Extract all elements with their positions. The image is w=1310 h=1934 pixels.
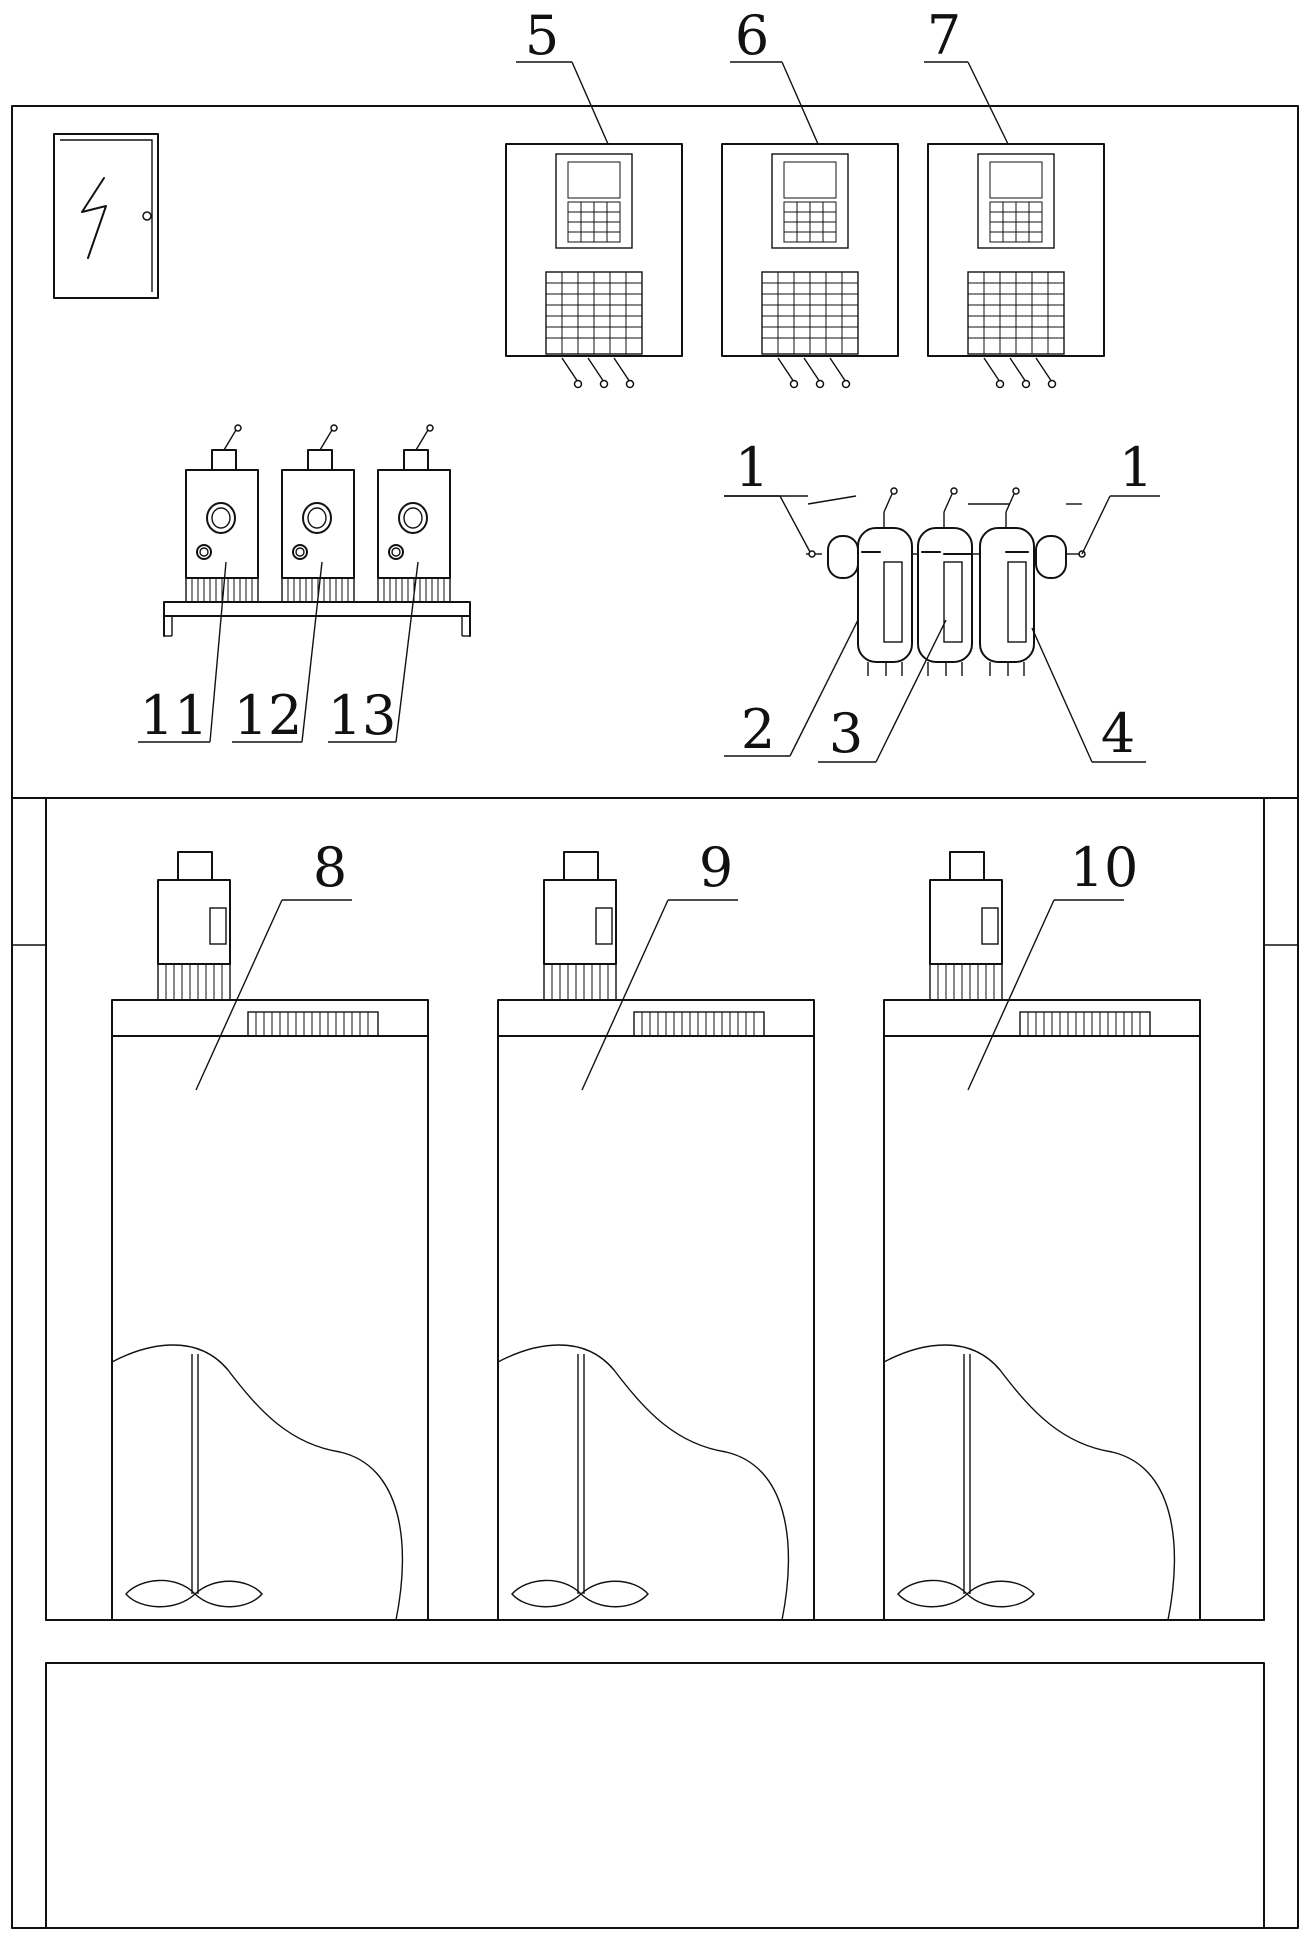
mixing-tank-10 (883, 851, 1201, 1621)
label-2: 2 (741, 698, 775, 761)
mixing-tank-8 (111, 851, 429, 1621)
label-7: 7 (927, 4, 961, 67)
dosing-pump-12 (232, 424, 355, 743)
label-1-right: 1 (1119, 436, 1153, 499)
lightning-bolt-icon (81, 177, 107, 259)
dosing-pump-11 (138, 424, 259, 743)
mixing-tank-9 (497, 851, 815, 1621)
reference-numerals: 5 6 7 1 1 2 3 4 11 12 13 8 9 10 (140, 4, 1154, 899)
label-4: 4 (1101, 702, 1135, 765)
control-panel-6 (721, 61, 899, 389)
dosing-pump-13 (328, 424, 451, 743)
label-11: 11 (140, 684, 209, 747)
agitator-shaft-10 (897, 1354, 1035, 1608)
label-6: 6 (735, 4, 769, 67)
agitator-motor-9 (543, 851, 617, 1001)
label-9: 9 (699, 836, 733, 899)
label-5: 5 (525, 4, 559, 67)
filter-vessel-2 (857, 487, 913, 676)
agitator-motor-10 (929, 851, 1003, 1001)
filter-vessel-4 (972, 487, 1035, 676)
control-panel-7 (924, 61, 1105, 389)
label-12: 12 (234, 684, 303, 747)
label-1-left: 1 (735, 436, 769, 499)
label-3: 3 (829, 702, 863, 765)
agitator-shaft-8 (125, 1354, 263, 1608)
agitator-motor-8 (157, 851, 231, 1001)
filter-assembly (724, 487, 1160, 763)
label-13: 13 (328, 684, 397, 747)
agitator-shaft-9 (511, 1354, 649, 1608)
label-10: 10 (1070, 836, 1139, 899)
electrical-cabinet (53, 133, 159, 299)
control-panel-5 (505, 61, 683, 389)
filter-vessel-3 (912, 487, 973, 676)
label-8: 8 (313, 836, 347, 899)
dosing-pump-group (138, 424, 471, 743)
outer-frame (11, 105, 1299, 1929)
